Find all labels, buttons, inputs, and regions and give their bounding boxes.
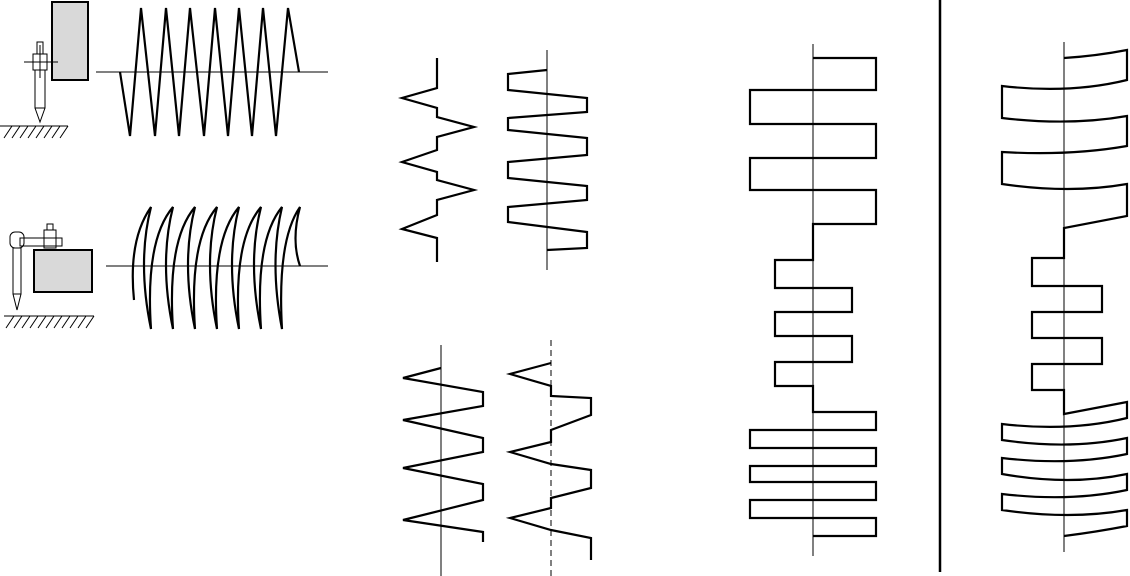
panel-rectangular-weave-patterns (750, 0, 1127, 572)
zigzag-c (403, 368, 483, 542)
torch-clamp-block (44, 230, 56, 248)
panel-stepped-zigzag-patterns (402, 50, 591, 576)
torch-h-body (13, 248, 21, 294)
panel-horizontal-torch-arc-weave (4, 207, 328, 329)
ground-hatch-1 (4, 126, 68, 138)
rect-weave-e (750, 58, 876, 536)
trapezoid-zigzag-b (508, 70, 587, 250)
stepped-zigzag-d (510, 363, 591, 560)
panel-vertical-torch-zigzag (0, 2, 328, 138)
torch-clamp-cap (47, 224, 53, 230)
workpiece-block (34, 250, 92, 292)
workpiece-plate-vertical (52, 2, 88, 80)
torch-horizontal-icon (4, 224, 94, 328)
torch-body (35, 70, 45, 108)
curved-rect-weave-f (1002, 50, 1127, 536)
torch-tip (35, 108, 45, 122)
torch-neck (37, 42, 43, 54)
zigzag-weave-path (120, 8, 299, 136)
arc-weave-path (133, 207, 300, 329)
stepped-zigzag-a (402, 58, 474, 262)
ground-hatch-2 (6, 316, 94, 328)
torch-clamp-arm (20, 238, 62, 246)
torch-vertical-icon (0, 2, 88, 138)
torch-h-tip (13, 294, 21, 310)
